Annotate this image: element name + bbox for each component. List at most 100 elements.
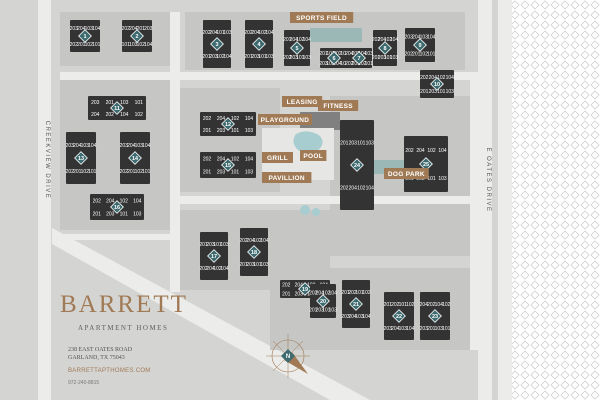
unit-number: 201: [73, 169, 82, 175]
amenity-leasing[interactable]: LEASING: [282, 96, 323, 107]
compass-rose: N: [266, 334, 310, 378]
unit-number: 203: [316, 308, 325, 314]
unit-number: 202: [244, 30, 253, 36]
unit-number: 203: [66, 143, 75, 149]
building-number-badge: [128, 151, 142, 165]
unit-number: 201: [106, 100, 115, 106]
amenity-grill[interactable]: GRILL: [262, 152, 293, 163]
website-link[interactable]: BARRETTAPTHOMES.COM: [68, 368, 151, 374]
unit-number: 204: [106, 199, 115, 205]
unit-number: 104: [220, 266, 229, 272]
drive-aisle: [470, 80, 478, 350]
building-number: 25: [423, 162, 429, 168]
unit-number: 203: [378, 55, 387, 61]
amenity-sports-field[interactable]: SPORTS FIELD: [290, 12, 354, 23]
unit-number: 201: [340, 141, 349, 147]
unit-number: 101: [355, 290, 364, 296]
building-number: 15: [225, 163, 231, 169]
unit-number: 102: [384, 37, 393, 43]
unit-number: 104: [390, 37, 399, 43]
unit-number: 101: [92, 42, 101, 48]
address-line-1: 238 EAST OATES ROAD: [68, 347, 133, 353]
unit-number: 202: [106, 112, 115, 118]
building-number: 10: [434, 82, 440, 88]
unit-number: 104: [245, 116, 254, 122]
amenity-tag: [262, 172, 312, 183]
unit-number: 103: [399, 326, 408, 332]
amenity-fitness[interactable]: FITNESS: [318, 100, 359, 111]
unit-number: 101: [365, 61, 374, 67]
unit-number: 201: [202, 54, 211, 60]
unit-number: 204: [420, 302, 429, 308]
unit-number: 201: [244, 54, 253, 60]
building-25[interactable]: 20220410210420120310110325: [404, 136, 448, 192]
unit-number: 104: [260, 238, 269, 244]
unit-number: 104: [358, 51, 367, 57]
building-number-badge: [221, 158, 235, 172]
unit-number: 102: [216, 54, 225, 60]
unit-number: 104: [329, 291, 338, 297]
drive-aisle: [60, 234, 180, 240]
unit-number: 103: [446, 89, 455, 95]
unit-number: 202: [348, 290, 357, 296]
unit-number: 103: [326, 61, 335, 67]
amenity-label: LEASING: [287, 99, 318, 106]
building-number-badge: [74, 151, 88, 165]
amenity-pavillion[interactable]: PAVILLION: [262, 172, 312, 183]
street-label-oates: E OATES DRIVE: [485, 147, 491, 212]
unit-number: 101: [427, 176, 436, 182]
unit-number: 102: [322, 291, 331, 297]
unit-number: 202: [283, 55, 292, 61]
unit-number: 103: [420, 35, 429, 41]
building-number-badge: [78, 29, 92, 43]
unit-number: 204: [391, 326, 400, 332]
unit-number: 203: [70, 26, 79, 32]
unit-number: 103: [133, 212, 142, 218]
unit-number: 101: [216, 30, 225, 36]
building-number: 5: [295, 46, 298, 52]
amenity-dog-park[interactable]: DOG PARK: [384, 168, 429, 179]
unit-number: 201: [93, 212, 102, 218]
unit-number: 204: [206, 266, 215, 272]
unit-number: 204: [127, 143, 136, 149]
amenity-label: FITNESS: [323, 103, 353, 110]
amenity-pool[interactable]: POOL: [300, 150, 327, 161]
unit-number: 201: [319, 51, 328, 57]
unit-number: 101: [442, 326, 451, 332]
unit-number: 101: [253, 262, 262, 268]
tree: [300, 205, 310, 215]
building-number-badge: [110, 200, 124, 214]
amenity-playground[interactable]: PLAYGROUND: [258, 114, 312, 125]
unit-number: 201: [137, 26, 146, 32]
phone-number[interactable]: 972-240-8815: [68, 380, 100, 386]
unit-number: 204: [378, 37, 387, 43]
unit-number: 104: [265, 30, 274, 36]
unit-number: 204: [77, 26, 86, 32]
unit-number: 203: [120, 143, 129, 149]
unit-number: 201: [341, 290, 350, 296]
unit-number: 104: [223, 54, 232, 60]
